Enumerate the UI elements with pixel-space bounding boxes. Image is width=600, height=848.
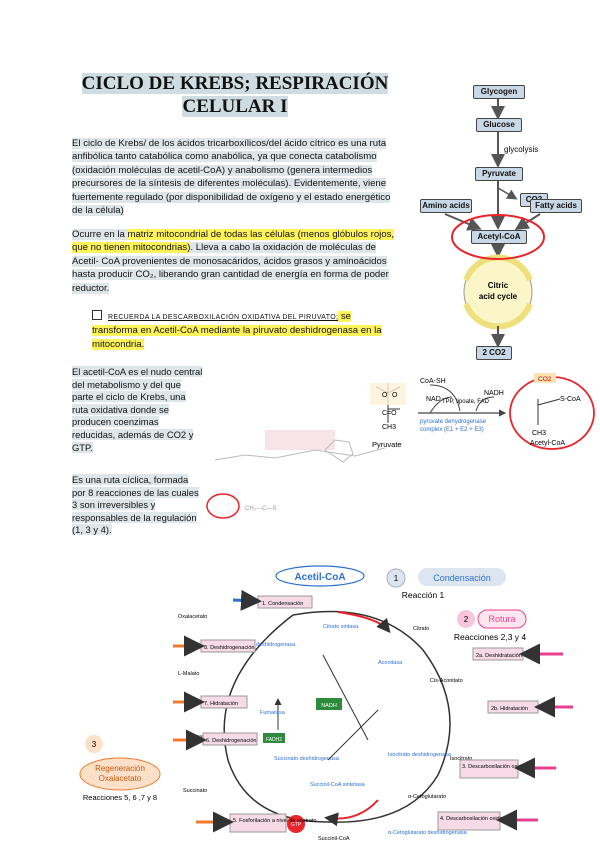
label-cis-aconitato: Cis-Aconitato	[430, 678, 463, 684]
label-oxalacetato: Oxalacetato	[178, 614, 207, 620]
label-malato-dh: Malato deshidrogenasa	[238, 642, 296, 648]
location-paragraph: Ocurre en la matriz mitocondrial de toda…	[72, 228, 402, 295]
checkbox-icon[interactable]	[92, 310, 102, 320]
pdh-acetyl-label: Acetyl-CoA	[530, 440, 565, 447]
node-paragraph: El acetil-CoA es el nudo central del met…	[72, 366, 204, 454]
acetyl-highlight-circle	[451, 214, 545, 260]
phase-3-label-1: Regeneración	[95, 764, 145, 773]
two-co2-box: 2 CO2	[476, 346, 512, 360]
glucose-box: Glucose	[476, 118, 522, 132]
cycle-gtp-tag: GTP	[291, 822, 302, 828]
phase-2-number: 2	[464, 615, 469, 624]
cyclic-text: Es una ruta cíclica, formada por 8 reacc…	[72, 474, 199, 536]
label-a-cetoglutarato: α-Cetoglutarato	[408, 794, 446, 800]
pdh-ch3-right: CH3	[532, 430, 546, 437]
label-aconitasa-1: Aconitasa	[378, 660, 403, 666]
reactions-234-label: Reacciones 2,3 y 4	[454, 632, 527, 642]
title-line-2: CELULAR I	[182, 96, 288, 117]
pdh-enzyme-1: pyruvate dehydrogenase	[420, 419, 487, 425]
pdh-co2: CO2	[538, 376, 552, 383]
fatty-acids-box: Fatty acids	[530, 199, 582, 213]
label-succinil-coa: Succinil-CoA	[318, 836, 350, 842]
pdh-scoa: S-CoA	[560, 396, 581, 403]
reaction-1-label: Reacción 1	[402, 590, 445, 600]
cycle-fadh2-tag: FADH2	[266, 737, 282, 743]
step-1: 1. Condensación	[262, 601, 303, 607]
phase-3-label-2: Oxalacetato	[99, 774, 142, 783]
pyruvate-box: Pyruvate	[475, 167, 523, 181]
label-malato: L-Malato	[178, 671, 199, 677]
citric-label-2: acid cycle	[479, 292, 518, 301]
phase-3-number: 3	[92, 740, 97, 749]
step-2a: 2a. Deshidratación	[476, 653, 522, 659]
step-3: 3. Descarboxilación oxidativa	[462, 764, 534, 770]
location-pre: Ocurre en la	[72, 229, 128, 240]
svg-text:O: O	[382, 392, 388, 399]
blue-arrow-icon	[232, 589, 262, 611]
label-isocitrato: Isocitrato	[450, 756, 472, 762]
intro-text: El ciclo de Krebs/ de los ácidos tricarb…	[72, 138, 391, 217]
glycogen-box: Glycogen	[473, 85, 525, 99]
acetyl-coa-circle	[509, 376, 595, 450]
phase-1-label: Condensación	[433, 573, 491, 583]
label-succinil-sintetasa: Succinil-CoA sintetasa	[310, 782, 366, 788]
step-5: 5. Fosforilación a nivel de sustrato	[233, 818, 316, 824]
label-citrato: Citrato	[413, 626, 429, 632]
step-4: 4. Descarboxilación oxidativa	[440, 816, 512, 822]
cycle-nadh-tag: NADH	[321, 703, 337, 709]
coenzyme-structure-image: CH₃—C—S	[206, 430, 386, 519]
amino-acids-box: Amino acids	[420, 199, 472, 213]
label-fumarasa: Fumarasa	[260, 710, 286, 716]
pdh-pyruvate-label: Pyruvate	[372, 440, 402, 449]
phase-1-number: 1	[394, 574, 399, 583]
svg-text:O: O	[392, 392, 398, 399]
pdh-ch3-left: CH3	[382, 424, 396, 431]
label-succinato: Succinato	[183, 788, 207, 794]
pdh-enzyme-2: complex (E1 + E2 + E3)	[420, 427, 484, 433]
label-isocitrato-dh: Isocitrato deshidrogenasa	[388, 752, 452, 758]
intro-paragraph: El ciclo de Krebs/ de los ácidos tricarb…	[72, 137, 402, 217]
step-2b: 2b. Hidratación	[491, 706, 528, 712]
page-title: CICLO DE KREBS; RESPIRACIÓN CELULAR I	[70, 72, 400, 118]
title-line-1: CICLO DE KREBS; RESPIRACIÓN	[81, 73, 389, 94]
phase-2-label: Rotura	[488, 614, 515, 624]
step-7: 7. Hidratación	[204, 701, 238, 707]
acetyl-coa-box: Acetyl-CoA	[471, 230, 527, 244]
label-citrato-sintasa: Citrato sintasa	[323, 624, 359, 630]
svg-text:C=O: C=O	[382, 410, 397, 417]
step-8: 8. Deshidrogenación	[204, 645, 254, 651]
pdh-coash: CoA-SH	[420, 378, 446, 385]
metabolic-flowchart: Citric acid cycle glycolysis	[444, 96, 545, 348]
label-succinato-dh: Succinato deshidrogenasa	[274, 756, 340, 762]
step-6: 6. Deshidrogenación	[206, 738, 256, 744]
reminder-caps: RECUERDA LA DESCARBOXILACIÓN OXIDATIVA D…	[108, 314, 339, 321]
svg-text:CH₃—C—S: CH₃—C—S	[245, 506, 276, 512]
cyclic-paragraph: Es una ruta cíclica, formada por 8 reacc…	[72, 474, 204, 537]
pdh-nad: NAD	[426, 396, 441, 403]
krebs-cycle-diagram: NADH FADH2 GTP Oxalacetato Citrato sinta…	[79, 565, 573, 842]
faded-highlight-circle	[206, 493, 240, 519]
reminder-bullet: RECUERDA LA DESCARBOXILACIÓN OXIDATIVA D…	[92, 310, 392, 351]
label-a-ceto-dh: α-Cetoglutarato deshidrogenasa	[388, 830, 468, 836]
pdh-nadh: NADH	[484, 390, 504, 397]
pdh-cofactors: TPP, lipoate, FAD	[442, 399, 490, 405]
node-text: El acetil-CoA es el nudo central del met…	[72, 366, 203, 453]
citric-label-1: Citric	[488, 281, 509, 290]
glycolysis-label: glycolysis	[504, 145, 538, 154]
acetil-coa-title: Acetil-CoA	[294, 572, 345, 583]
reactions-5678-label: Reacciones 5, 6 ,7 y 8	[83, 793, 157, 802]
